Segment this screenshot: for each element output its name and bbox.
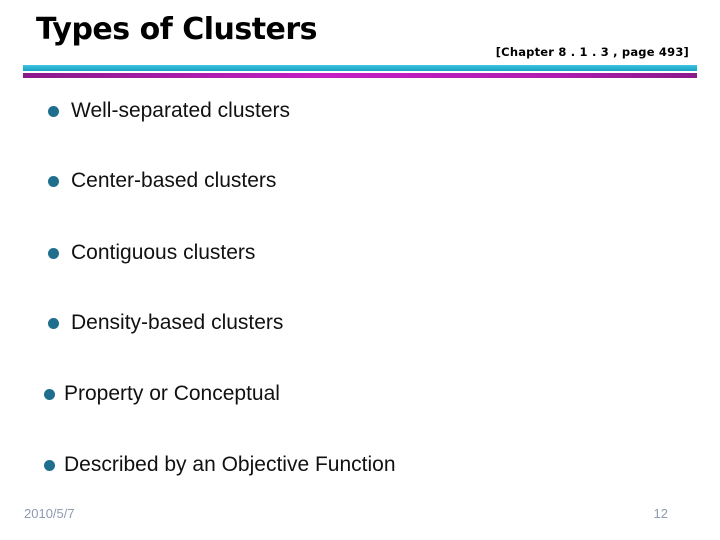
bullet-text: Well-separated clusters [71, 99, 291, 122]
title-underline-magenta [23, 73, 697, 78]
slide-title: Types of Clusters [36, 12, 318, 47]
bullet-text: Center-based clusters [71, 169, 277, 192]
bullet-text: Described by an Objective Function [64, 453, 396, 476]
list-item: Center-based clusters [0, 168, 276, 194]
list-item: Contiguous clusters [0, 240, 255, 266]
bullet-icon [48, 175, 59, 187]
list-item: Density-based clusters [0, 310, 283, 336]
bullet-icon [48, 317, 59, 329]
bullet-icon [44, 388, 55, 400]
bullet-text: Property or Conceptual [64, 382, 280, 405]
bullet-icon [48, 247, 59, 259]
page-number: 12 [653, 506, 668, 521]
bullet-icon [44, 459, 55, 471]
title-underline-cyan [23, 65, 697, 71]
list-item: Property or Conceptual [0, 381, 280, 407]
list-item: Described by an Objective Function [0, 452, 396, 478]
bullet-text: Contiguous clusters [71, 241, 256, 264]
footer-date: 2010/5/7 [24, 506, 75, 521]
list-item: Well-separated clusters [0, 98, 290, 124]
bullet-icon [48, 105, 59, 117]
chapter-reference: [Chapter 8 . 1 . 3 , page 493] [495, 45, 689, 59]
bullet-text: Density-based clusters [71, 311, 284, 334]
